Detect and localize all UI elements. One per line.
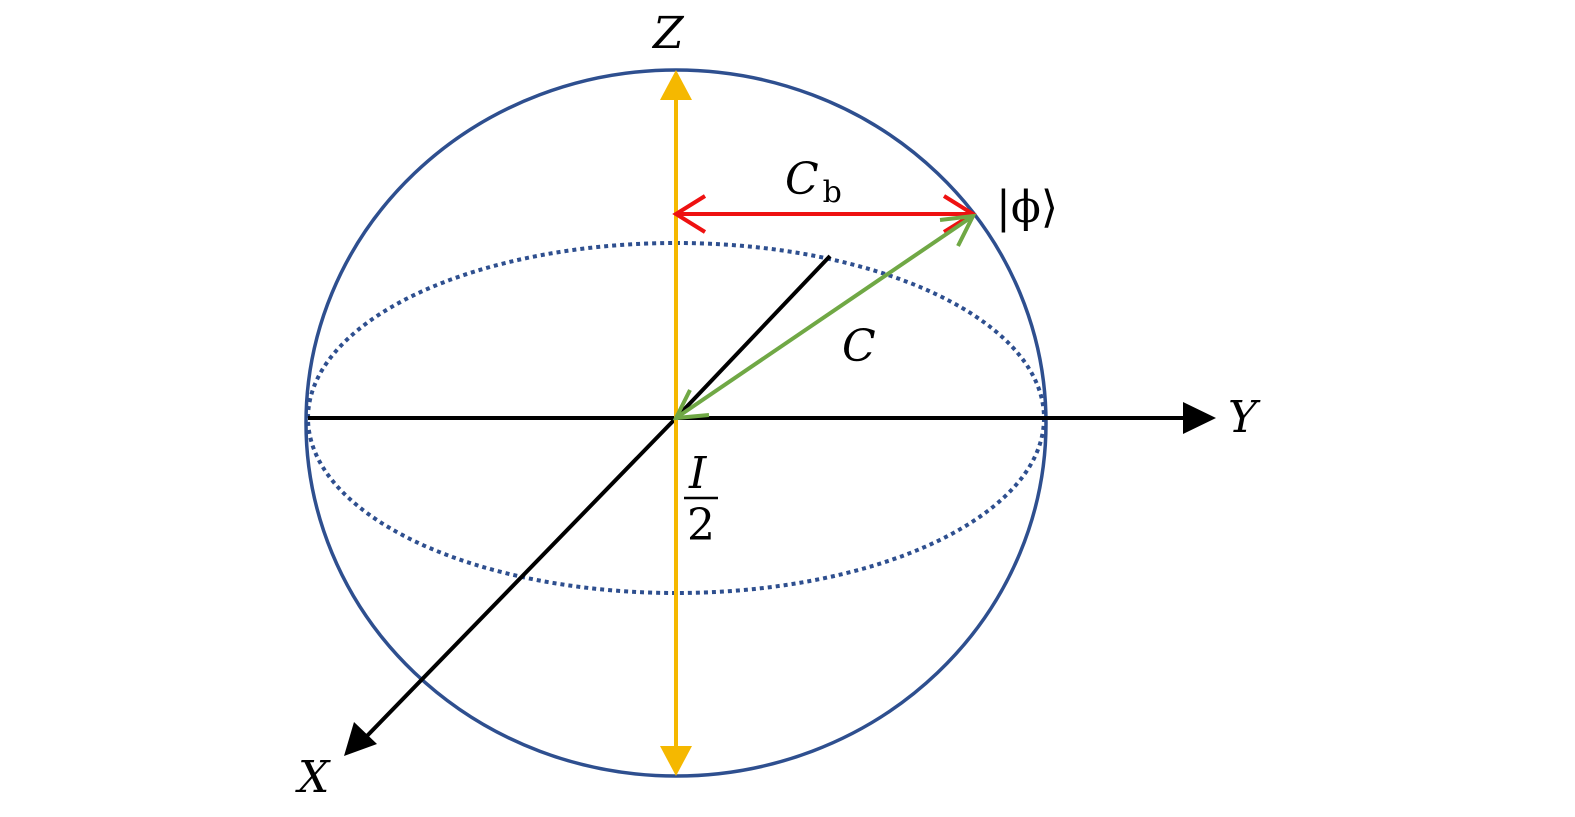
z-axis-label: Z (651, 8, 685, 59)
identity-denominator: 2 (687, 500, 715, 551)
c-arrowhead-top (939, 213, 977, 247)
y-axis-arrowhead (1183, 402, 1216, 434)
c-arrowhead-bottom (672, 389, 710, 421)
cb-label-main: C (785, 154, 819, 205)
z-axis-arrowhead-top (660, 70, 692, 100)
cb-label-sub: b (823, 175, 842, 210)
cb-arrowhead-left (672, 194, 707, 234)
z-axis-arrowhead-bottom (660, 746, 692, 776)
x-axis-back-line (674, 254, 832, 420)
x-axis-line (363, 416, 678, 740)
x-axis-arrowhead (344, 722, 377, 756)
x-axis-label: X (295, 752, 331, 803)
c-arrow-line (674, 214, 975, 420)
identity-numerator: I (688, 448, 708, 499)
y-axis-label: Y (1228, 392, 1261, 443)
state-label: |ϕ⟩ (996, 182, 1058, 233)
c-label: C (842, 321, 876, 372)
cb-label: C b (785, 154, 842, 210)
